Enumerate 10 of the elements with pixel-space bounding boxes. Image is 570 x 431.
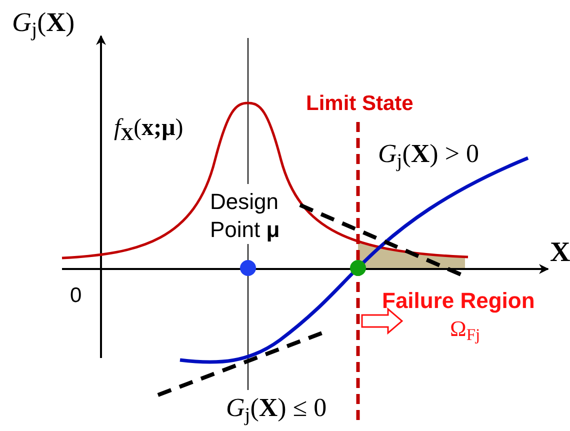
pdf-label: f$_{X}$(x;μ)	[114, 114, 184, 146]
failure-domain-symbol: Ω$_{Fj}$	[450, 315, 480, 345]
axis-label: G$_{j}$(X)	[12, 6, 75, 42]
limit-state-label: Limit State	[306, 91, 414, 117]
axis-label: X	[550, 236, 570, 270]
failure-region-label: Failure Region	[382, 287, 535, 315]
design-point-label: Design Point μ	[210, 188, 281, 244]
failure-condition-label: G$_{j}$(X) ≤ 0	[226, 392, 327, 427]
origin-label: 0	[70, 283, 82, 309]
safe-region-label: G$_{j}$(X) > 0	[378, 138, 479, 173]
